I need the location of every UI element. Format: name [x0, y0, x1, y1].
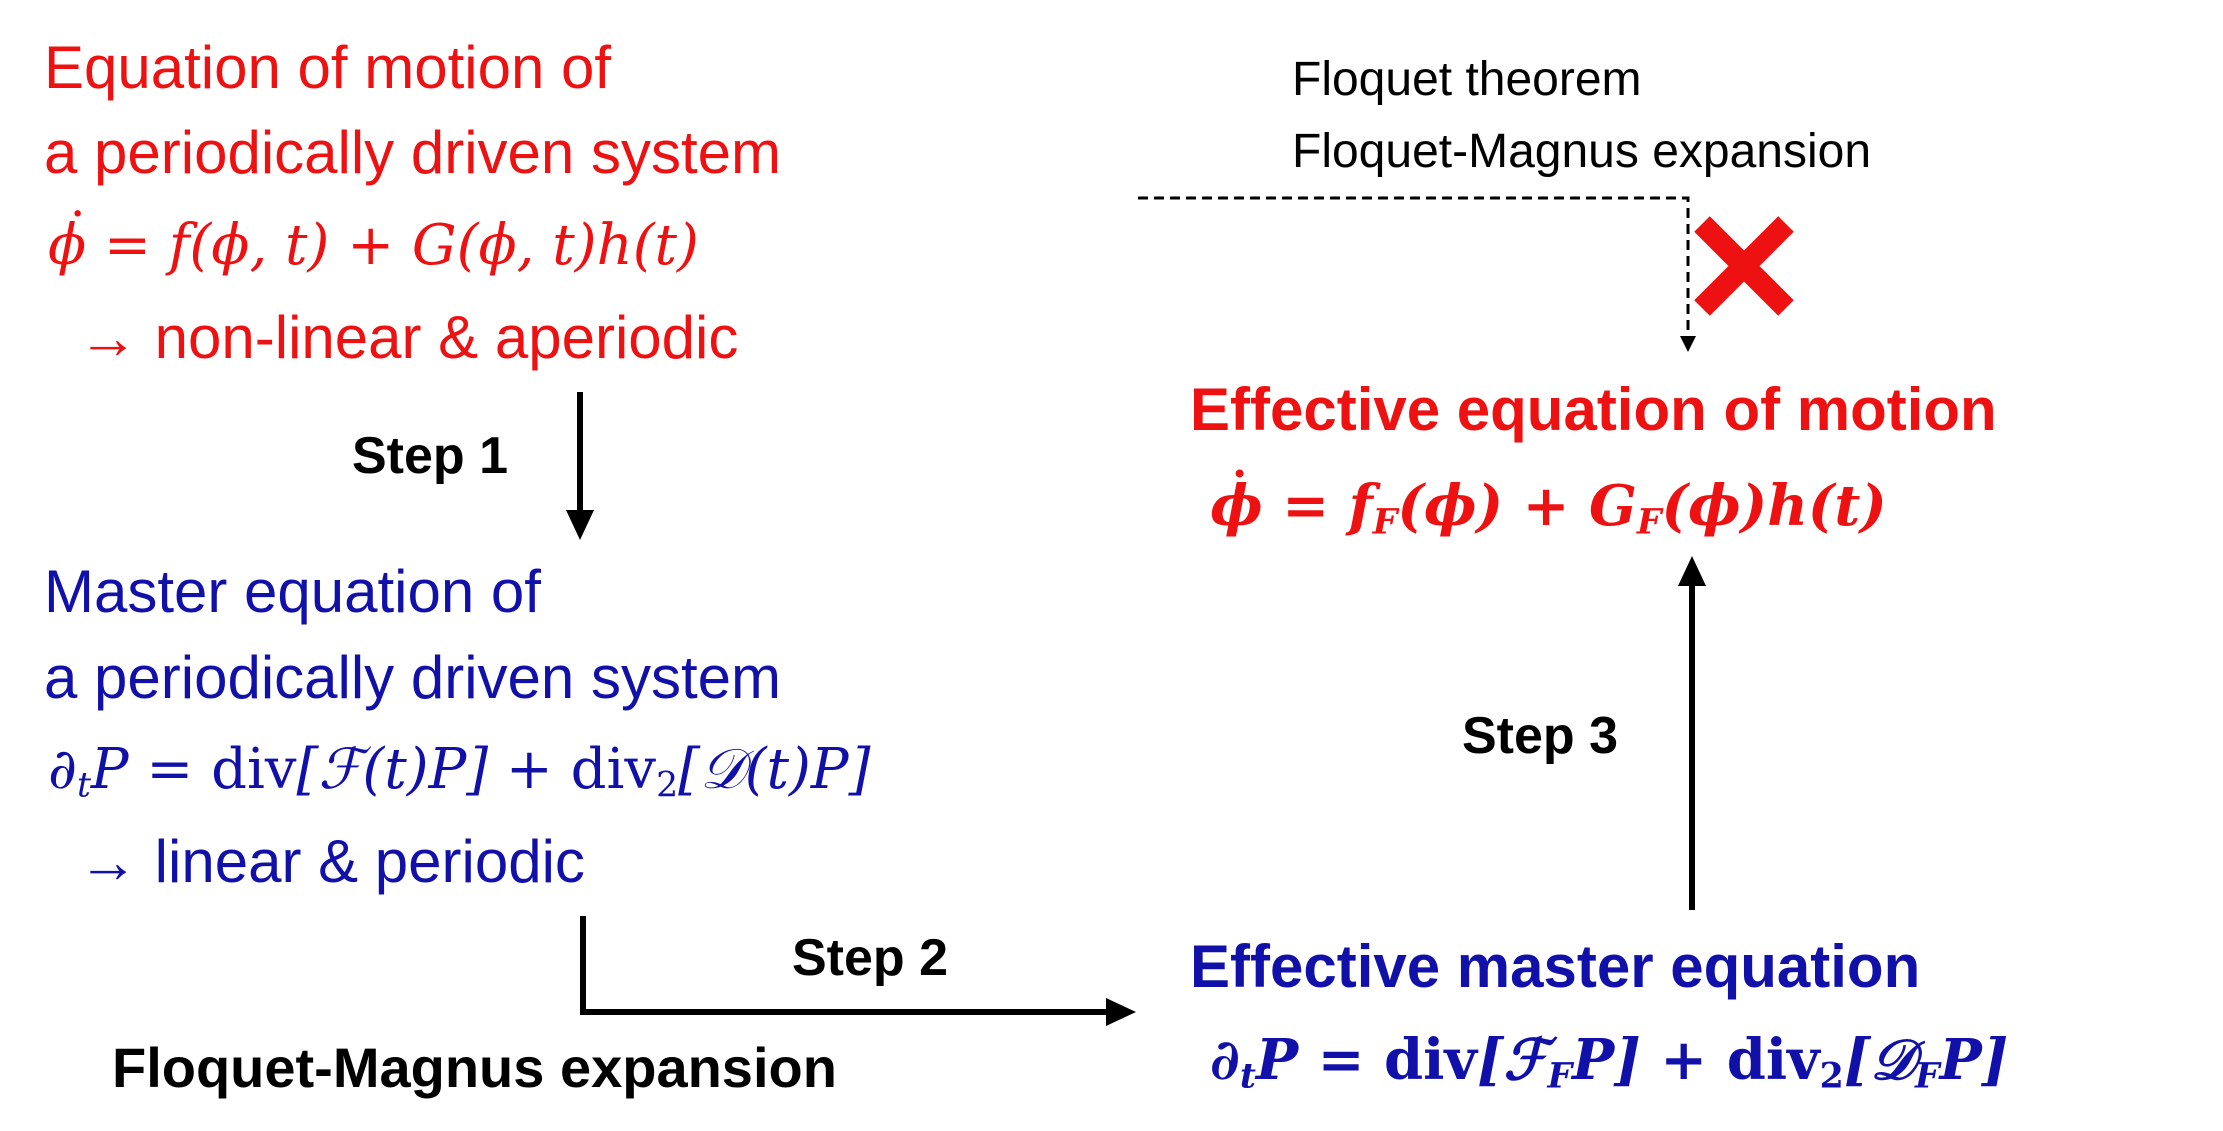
master-title-line2: a periodically driven system — [44, 644, 781, 711]
step1-arrow — [566, 392, 594, 540]
failed-route-arrow — [1138, 196, 1696, 352]
failed-route-line1: Floquet theorem — [1292, 53, 1642, 106]
step1-label: Step 1 — [352, 427, 509, 485]
original-property: → non-linear & aperiodic — [78, 304, 739, 371]
master-equation: ∂tP = div[ℱ(t)P] + div2[𝒟(t)P] — [48, 737, 871, 806]
effective-master-title: Effective master equation — [1190, 933, 1921, 1000]
failed-route-line2: Floquet-Magnus expansion — [1292, 125, 1872, 178]
effective-eom-title: Effective equation of motion — [1190, 376, 1997, 443]
original-equation-rest: = f(ϕ, t) + G(ϕ, t)h(t) — [103, 213, 699, 278]
step2-label: Step 2 — [792, 929, 949, 987]
phi-dot-symbol: ϕ˙ — [48, 201, 92, 278]
phi-dot-symbol: ϕ˙ — [1210, 461, 1263, 539]
floquet-magnus-label: Floquet-Magnus expansion — [112, 1036, 837, 1099]
step3-label: Step 3 — [1462, 707, 1619, 765]
effective-eom-equation: ϕ˙ = fF(ϕ) + GF(ϕ)h(t) — [1210, 461, 1887, 543]
master-property: → linear & periodic — [78, 828, 585, 895]
original-title-line1: Equation of motion of — [44, 34, 612, 101]
master-title-line1: Master equation of — [44, 558, 541, 625]
original-title-line2: a periodically driven system — [44, 119, 781, 186]
step3-arrow — [1678, 556, 1706, 910]
step2-arrow — [580, 916, 1136, 1026]
original-equation: ϕ˙ = f(ϕ, t) + G(ϕ, t)h(t) — [48, 201, 699, 278]
red-x-cross-icon — [1694, 216, 1794, 316]
effective-master-equation: ∂tP = div[ℱFP] + div2[𝒟FP] — [1210, 1027, 2009, 1097]
